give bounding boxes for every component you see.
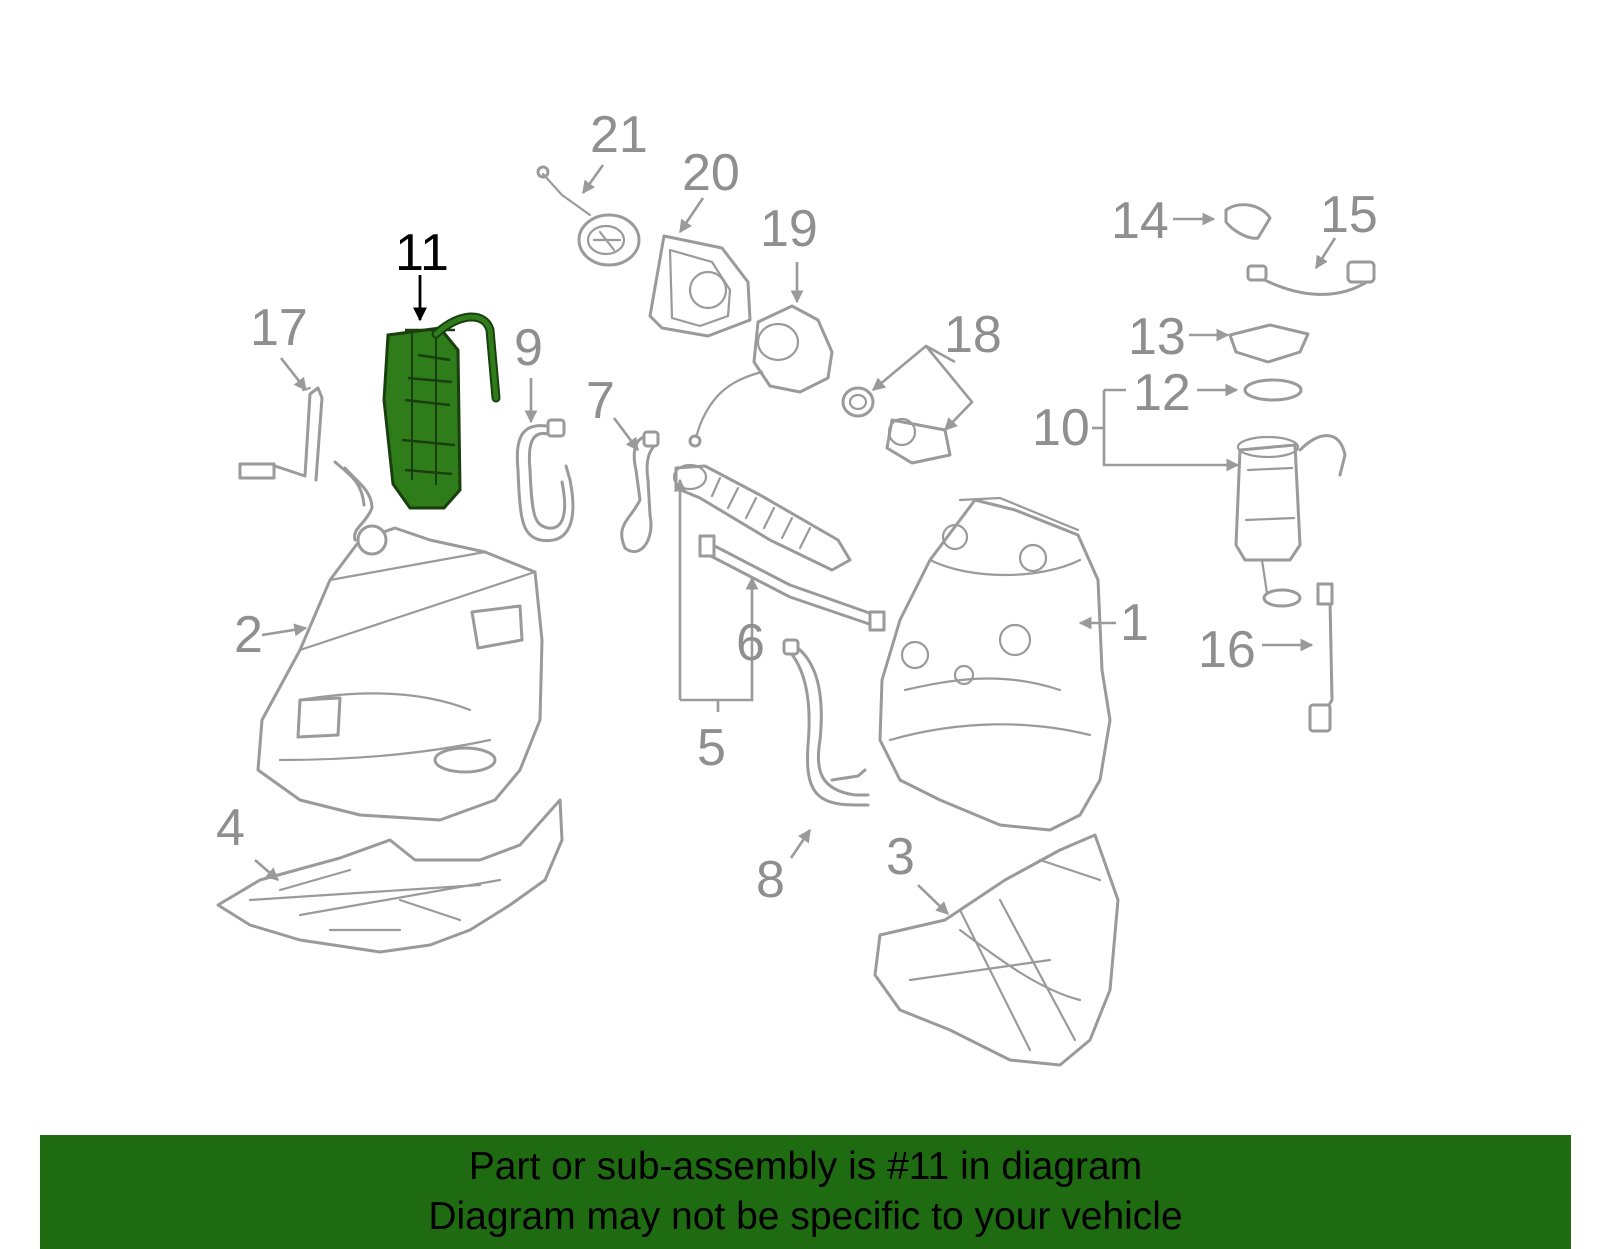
callout-1: 1 <box>1120 594 1149 652</box>
part-6-vent-line <box>698 534 886 632</box>
callout-5: 5 <box>697 719 726 777</box>
part-1-fuel-tank <box>878 496 1112 832</box>
callout-labels: 1 2 3 4 5 6 7 8 9 10 11 12 13 14 15 16 1… <box>216 106 1378 909</box>
part-21-fuel-cap <box>536 165 641 267</box>
part-19-filler-neck <box>688 304 834 448</box>
part-7-vent-hose <box>620 430 660 554</box>
banner-line-1: Part or sub-assembly is #11 in diagram <box>468 1145 1143 1188</box>
callout-6: 6 <box>736 614 765 672</box>
part-8-fuel-line <box>782 638 870 807</box>
callout-4: 4 <box>216 799 245 857</box>
part-13-lock-ring <box>1228 323 1310 364</box>
info-banner: Part or sub-assembly is #11 in diagram D… <box>40 1135 1571 1249</box>
callout-2: 2 <box>234 606 263 664</box>
leader-lines <box>254 164 1337 915</box>
part-20-filler-housing <box>648 234 752 338</box>
part-12-seal-ring <box>1243 378 1303 402</box>
part-18-clamp-sleeve <box>841 386 952 465</box>
part-15-harness <box>1246 260 1376 296</box>
callout-12: 12 <box>1133 364 1191 422</box>
part-2-fuel-tank <box>256 460 544 822</box>
callout-18: 18 <box>944 306 1002 364</box>
part-9-hose <box>515 418 575 543</box>
part-17-bracket <box>238 386 324 482</box>
callout-14: 14 <box>1111 192 1169 250</box>
part-3-skid-plate <box>873 833 1120 1067</box>
callout-20: 20 <box>682 144 740 202</box>
callout-10: 10 <box>1032 399 1090 457</box>
callout-19: 19 <box>760 200 818 258</box>
callout-13: 13 <box>1128 308 1186 366</box>
part-14-connector <box>1224 203 1272 240</box>
callout-7: 7 <box>586 372 615 430</box>
callout-3: 3 <box>886 828 915 886</box>
part-10-pump-assembly <box>1234 434 1347 608</box>
callout-17: 17 <box>250 299 308 357</box>
banner-line-2: Diagram may not be specific to your vehi… <box>428 1195 1183 1238</box>
part-11-fuel-pump-module <box>382 312 501 510</box>
callout-11: 11 <box>395 224 449 282</box>
part-4-shield <box>216 798 564 954</box>
callout-8: 8 <box>756 851 785 909</box>
callout-9: 9 <box>514 319 543 377</box>
callout-15: 15 <box>1320 186 1378 244</box>
part-5-filler-hose <box>672 463 852 572</box>
part-16-sender <box>1308 582 1334 733</box>
callout-16: 16 <box>1198 621 1256 679</box>
callout-21: 21 <box>590 106 648 164</box>
